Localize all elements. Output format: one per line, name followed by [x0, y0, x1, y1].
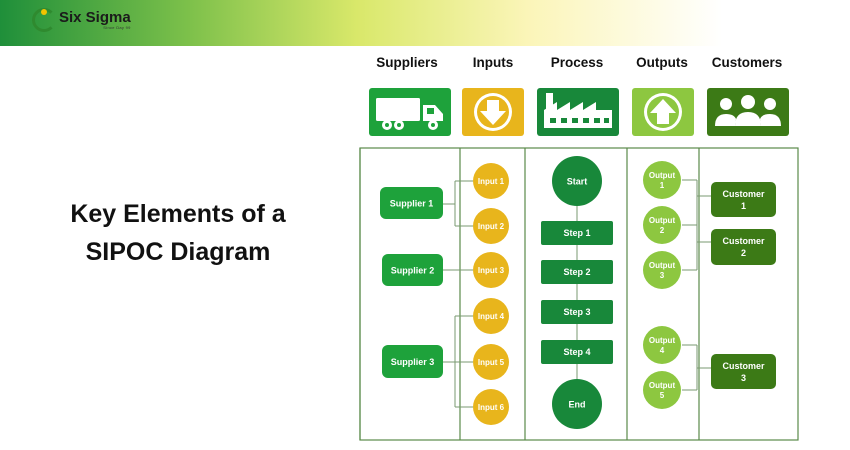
input-2 [473, 208, 509, 244]
supplier-3: Supplier 3 [382, 345, 443, 378]
output-5 [643, 371, 681, 409]
people-icon [707, 88, 789, 136]
header-suppliers: Suppliers [376, 55, 438, 70]
process-step-4-label: Step 4 [563, 347, 590, 357]
output-4 [643, 326, 681, 364]
process-end-label: End [569, 400, 586, 410]
process-step-1-label: Step 1 [563, 228, 590, 238]
page-title: Key Elements of a SIPOC Diagram [28, 195, 328, 271]
brand-tagline: Since Day 99 [103, 25, 131, 30]
supplier-2-label: Supplier 2 [391, 266, 435, 276]
output-3-label-line-1: Output [649, 261, 676, 270]
customer-1 [711, 182, 776, 217]
customer-3 [711, 354, 776, 389]
header-inputs: Inputs [472, 55, 514, 70]
header-outputs: Outputs [636, 55, 688, 70]
output-1-label-line-1: Output [649, 171, 676, 180]
output-3 [643, 251, 681, 289]
process-step-1 [541, 221, 613, 245]
process-step-2-label: Step 2 [563, 267, 590, 277]
supplier-2: Supplier 2 [382, 254, 443, 286]
arrow-down-icon [462, 88, 524, 136]
output-1 [643, 161, 681, 199]
input-4 [473, 298, 509, 334]
customer-2-label-line-2: 2 [741, 248, 746, 258]
supplier-3-label: Supplier 3 [391, 357, 435, 367]
process-start-label: Start [567, 177, 588, 187]
output-4-label-line-1: Output [649, 336, 676, 345]
output-5-label-line-2: 5 [660, 391, 665, 400]
input-4-label: Input 4 [478, 312, 505, 321]
customer-1-label-line-2: 1 [741, 201, 746, 211]
customer-2-label-line-1: Customer [722, 236, 765, 246]
header-band [0, 0, 850, 46]
process-step-3-label: Step 3 [563, 307, 590, 317]
supplier-1-label: Supplier 1 [390, 199, 434, 209]
input-1 [473, 163, 509, 199]
output-4-label-line-2: 4 [660, 346, 665, 355]
process-step-4 [541, 340, 613, 364]
customer-2 [711, 229, 776, 265]
factory-icon [537, 88, 619, 136]
input-2-label: Input 2 [478, 222, 505, 231]
input-6-label: Input 6 [478, 403, 505, 412]
brand-name: Six Sigma [59, 9, 131, 26]
input-5 [473, 344, 509, 380]
six-sigma-logo-icon [32, 8, 56, 32]
output-2-label-line-2: 2 [660, 226, 665, 235]
customer-1-label-line-1: Customer [722, 189, 765, 199]
page-title-line-2: SIPOC Diagram [85, 238, 271, 266]
input-1-label: Input 1 [478, 177, 505, 186]
input-3 [473, 252, 509, 288]
truck-icon [369, 88, 451, 136]
output-3-label-line-2: 3 [660, 271, 665, 280]
input-3-label: Input 3 [478, 266, 505, 275]
process-start [552, 156, 602, 206]
customer-3-label-line-2: 3 [741, 373, 746, 383]
output-5-label-line-1: Output [649, 381, 676, 390]
output-2-label-line-1: Output [649, 216, 676, 225]
input-5-label: Input 5 [478, 358, 505, 367]
supplier-1: Supplier 1 [380, 187, 443, 219]
output-2 [643, 206, 681, 244]
header-customers: Customers [711, 55, 783, 70]
input-6 [473, 389, 509, 425]
arrow-up-icon [632, 88, 694, 136]
output-1-label-line-2: 1 [660, 181, 665, 190]
customer-3-label-line-1: Customer [722, 361, 765, 371]
page-title-line-1: Key Elements of a [70, 200, 286, 228]
brand-logo[interactable]: Six Sigma Since Day 99 [32, 8, 131, 32]
header-process: Process [550, 55, 604, 70]
process-step-3 [541, 300, 613, 324]
process-step-2 [541, 260, 613, 284]
process-end [552, 379, 602, 429]
